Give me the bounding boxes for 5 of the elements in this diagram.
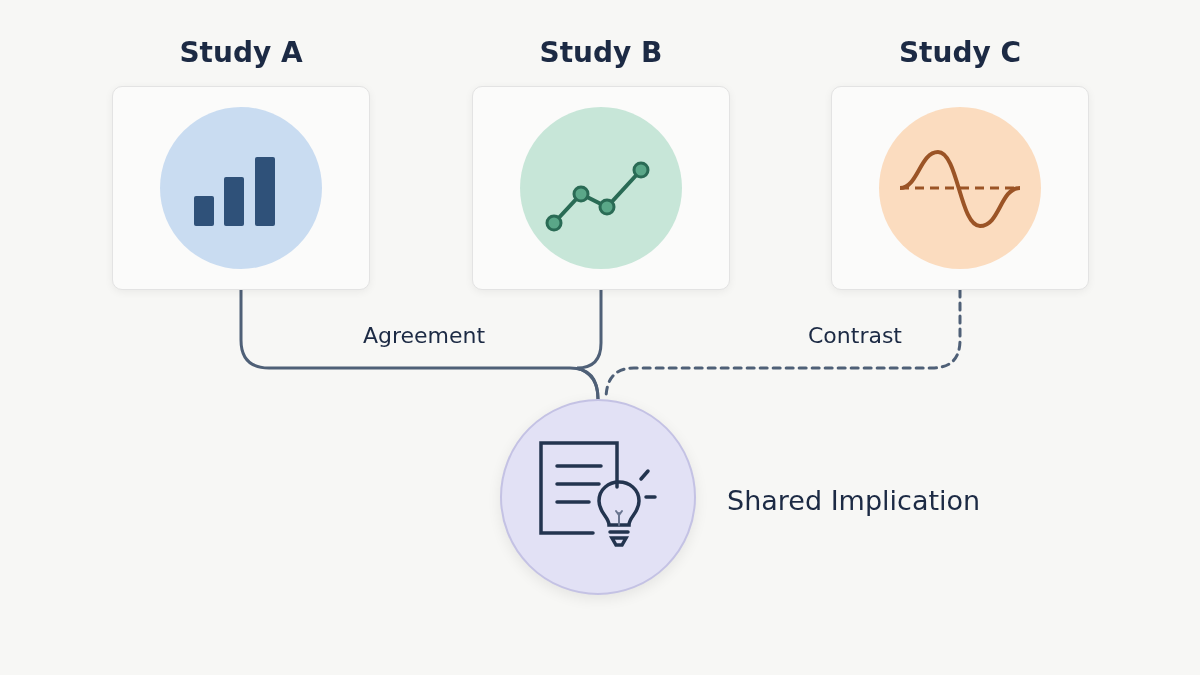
node-caption: Shared Implication (727, 485, 981, 516)
card-heading: Study B (538, 36, 664, 69)
card-heading: Study C (897, 36, 1023, 69)
card-heading: Study A (178, 36, 304, 69)
connector-line (575, 288, 603, 401)
